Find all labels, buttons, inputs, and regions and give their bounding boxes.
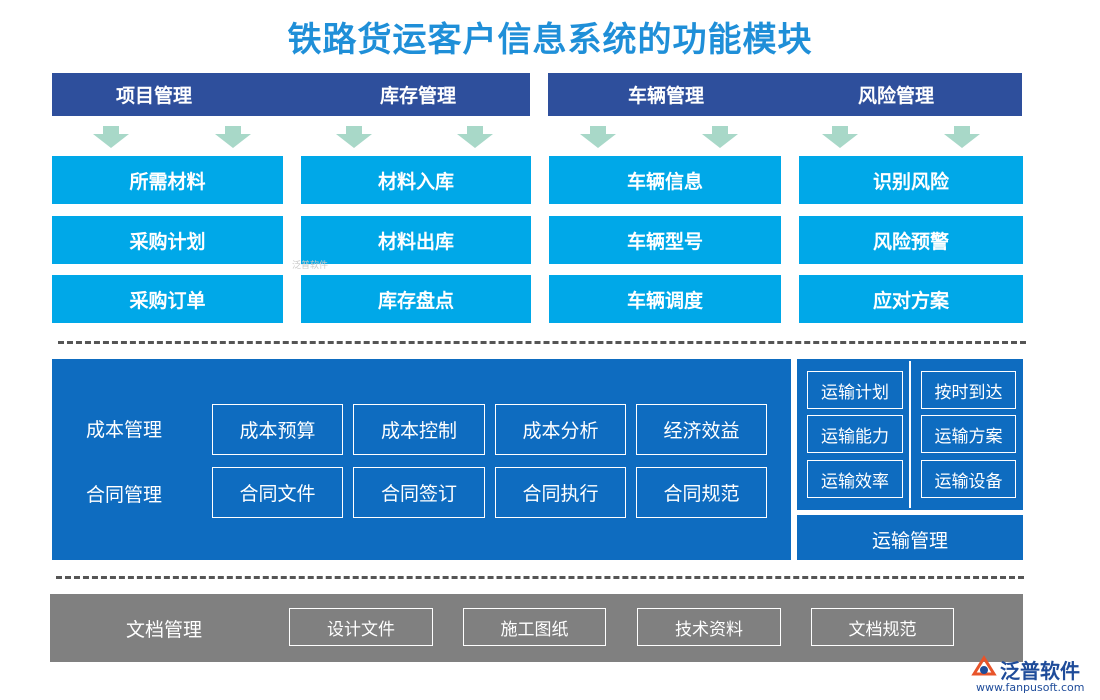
divider (58, 341, 1026, 344)
module-box: 设计文件 (289, 608, 433, 646)
transport-title-bar (797, 515, 1023, 560)
module-box: 经济效益 (636, 404, 767, 455)
module-box: 合同执行 (495, 467, 626, 518)
header-vehicle-management: 车辆管理 (628, 85, 705, 107)
row-label-contract: 合同管理 (86, 484, 163, 506)
transport-divider (909, 361, 911, 508)
page-title: 铁路货运客户信息系统的功能模块 (287, 20, 813, 60)
module-box: 成本预算 (212, 404, 343, 455)
module-box: 车辆调度 (549, 275, 781, 323)
down-arrow-icon (457, 126, 493, 148)
module-box: 运输计划 (807, 371, 903, 409)
down-arrow-icon (215, 126, 251, 148)
module-box: 风险预警 (799, 216, 1023, 264)
down-arrow-icon (336, 126, 372, 148)
module-box: 文档规范 (811, 608, 954, 646)
header-inventory-management: 库存管理 (380, 85, 457, 107)
module-box: 库存盘点 (301, 275, 531, 323)
header-bar-left: 项目管理 库存管理 (52, 73, 530, 116)
module-box: 车辆信息 (549, 156, 781, 204)
module-box: 运输效率 (807, 460, 903, 498)
row-label-cost: 成本管理 (86, 419, 163, 441)
logo-url: www.fanpusoft.com (976, 681, 1085, 694)
logo-name: 泛普软件 (1000, 659, 1080, 683)
down-arrow-icon (93, 126, 129, 148)
down-arrow-icon (580, 126, 616, 148)
header-project-management: 项目管理 (116, 85, 193, 107)
header-bar-right: 车辆管理 风险管理 (548, 73, 1022, 116)
module-box: 所需材料 (52, 156, 283, 204)
module-box: 材料出库 (301, 216, 531, 264)
module-box: 采购订单 (52, 275, 283, 323)
divider (56, 576, 1024, 579)
module-box: 按时到达 (921, 371, 1016, 409)
module-box: 运输设备 (921, 460, 1016, 498)
module-box: 成本分析 (495, 404, 626, 455)
module-box: 车辆型号 (549, 216, 781, 264)
watermark-logo: 泛普软件 (292, 261, 329, 271)
down-arrow-icon (944, 126, 980, 148)
down-arrow-icon (702, 126, 738, 148)
module-box: 合同签订 (353, 467, 485, 518)
module-box: 合同规范 (636, 467, 767, 518)
module-box: 运输能力 (807, 415, 903, 453)
cost-contract-panel (52, 359, 791, 560)
module-box: 材料入库 (301, 156, 531, 204)
row-label-documents: 文档管理 (126, 619, 203, 641)
module-box: 合同文件 (212, 467, 343, 518)
module-box: 运输方案 (921, 415, 1016, 453)
fanpu-logo-icon (970, 654, 998, 682)
module-box: 识别风险 (799, 156, 1023, 204)
header-risk-management: 风险管理 (858, 85, 935, 107)
transport-title: 运输管理 (871, 530, 948, 552)
module-box: 成本控制 (353, 404, 485, 455)
module-box: 应对方案 (799, 275, 1023, 323)
module-box: 采购计划 (52, 216, 283, 264)
module-box: 施工图纸 (463, 608, 606, 646)
module-box: 技术资料 (637, 608, 781, 646)
down-arrow-icon (822, 126, 858, 148)
